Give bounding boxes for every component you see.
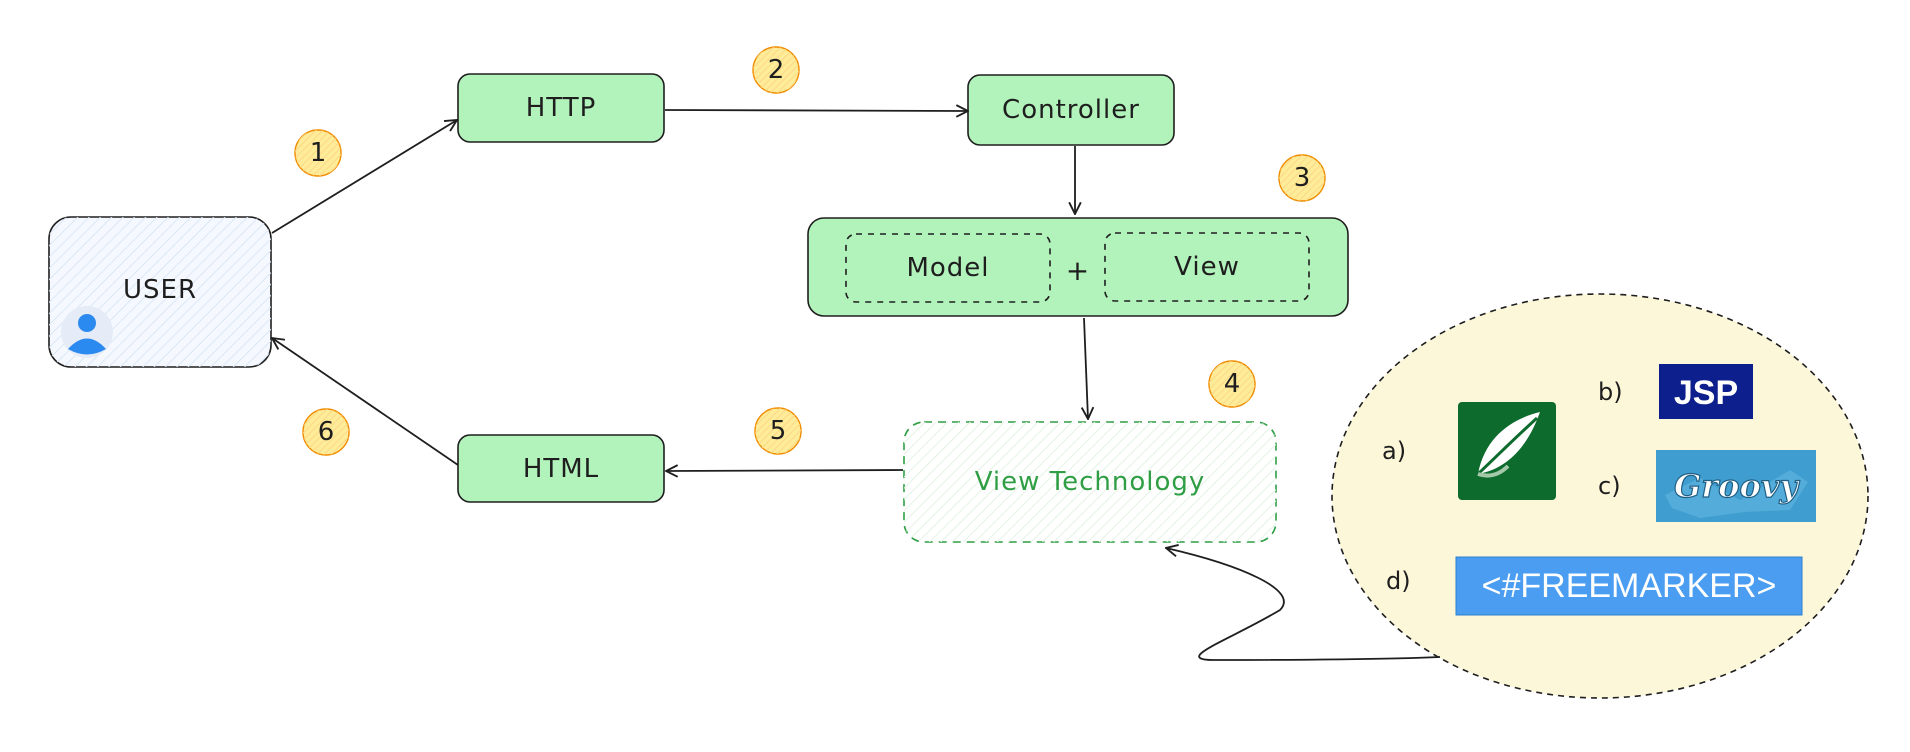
thymeleaf-logo-icon (1458, 402, 1556, 500)
jsp-logo-icon: JSP (1659, 364, 1753, 419)
model-view-container (807, 217, 1349, 317)
jsp-logo-text: JSP (1674, 374, 1738, 412)
controller-node-box (967, 74, 1175, 146)
arrow-user-to-http (271, 120, 457, 234)
groovy-logo-icon: Groovy (1656, 450, 1816, 522)
groovy-logo-text: Groovy (1674, 467, 1800, 505)
option-a-label: a) (1382, 437, 1407, 465)
option-c-label: c) (1598, 472, 1621, 500)
arrow-model-view-to-view-technology (1084, 317, 1088, 419)
option-b-label: b) (1598, 378, 1623, 406)
freemarker-logo-text: <#FREEMARKER> (1482, 567, 1777, 605)
step-circles (294, 46, 1326, 456)
arrow-view-technology-to-html (666, 470, 904, 471)
http-node-box (457, 73, 665, 143)
arrow-options-to-view-technology (1166, 548, 1441, 661)
view-technology-node (903, 421, 1277, 543)
freemarker-logo-icon: <#FREEMARKER> (1455, 556, 1803, 616)
arrow-http-to-controller (664, 110, 968, 111)
arrow-html-to-user (272, 338, 459, 466)
html-node-box (457, 434, 665, 503)
option-d-label: d) (1386, 567, 1411, 595)
user-avatar-icon (61, 306, 113, 358)
